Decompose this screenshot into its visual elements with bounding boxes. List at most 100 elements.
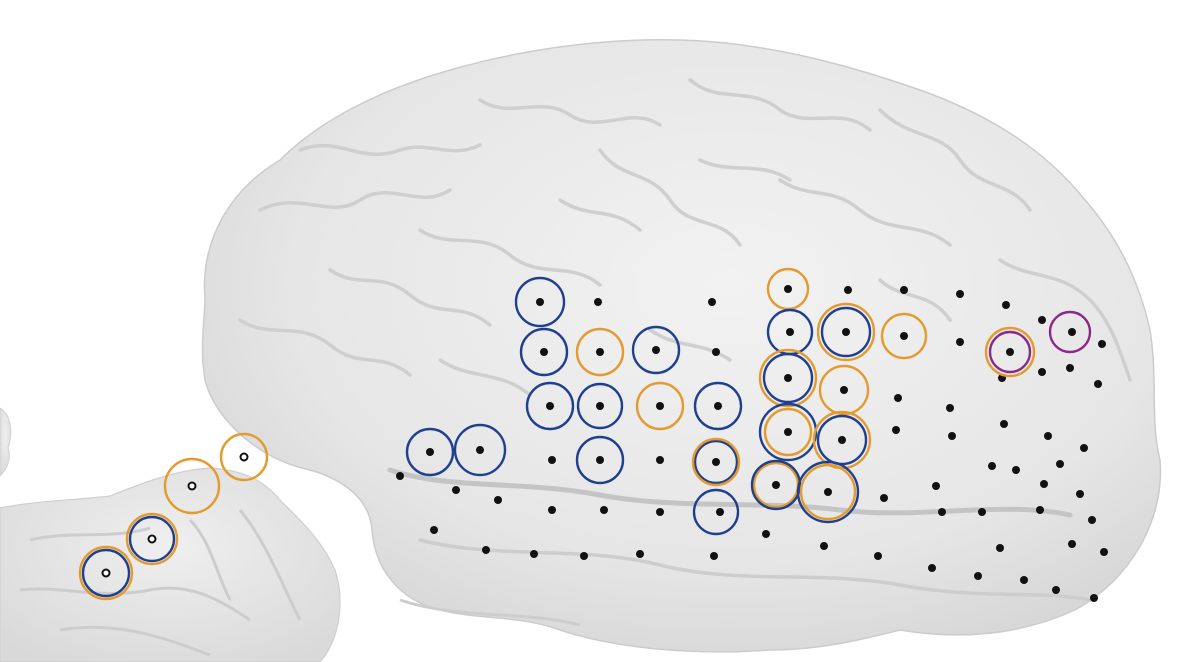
highlight-ring-orange [635, 381, 685, 431]
highlight-ring-orange [818, 364, 870, 416]
electrode-dot [708, 298, 716, 306]
electrode-dot [596, 456, 604, 464]
electrode-dot [1044, 432, 1052, 440]
electrode-dot [1052, 586, 1060, 594]
electrode-dot [1094, 380, 1102, 388]
electrode-dot [636, 550, 644, 558]
highlight-ring-blue [750, 459, 802, 511]
electrode-dot [938, 508, 946, 516]
highlight-ring-orange [880, 312, 928, 360]
electrode-dot [1012, 466, 1020, 474]
highlight-ring-purple [1048, 310, 1092, 354]
highlight-ring-orange [163, 457, 221, 515]
highlight-ring-blue [81, 548, 131, 598]
electrode-dot [1040, 480, 1048, 488]
electrode-dot [1068, 328, 1076, 336]
highlight-ring-purple [988, 330, 1032, 374]
electrode-dot [546, 402, 554, 410]
highlight-rings [78, 267, 1092, 601]
electrode-dot [900, 286, 908, 294]
electrode-dot [482, 546, 490, 554]
electrode-dot [548, 506, 556, 514]
highlight-ring-orange [125, 512, 179, 566]
highlight-ring-blue [762, 352, 814, 404]
electrode-dot [1098, 340, 1106, 348]
electrode-dot [996, 544, 1004, 552]
electrode-dot [396, 472, 404, 480]
electrode-dot [784, 285, 792, 293]
electrode-dot [820, 542, 828, 550]
electrode-dot [1000, 420, 1008, 428]
electrode-dot [946, 404, 954, 412]
electrode-dot [784, 428, 792, 436]
electrode-dot [762, 530, 770, 538]
electrode-dot [978, 508, 986, 516]
inset-cortex-patch [0, 467, 341, 662]
electrode-dot [894, 394, 902, 402]
electrode-dot [530, 550, 538, 558]
electrode-dot [784, 374, 792, 382]
inset-electrode-dot [239, 452, 249, 462]
electrode-grid [101, 285, 1108, 602]
electrode-dot [714, 402, 722, 410]
electrode-dot [430, 526, 438, 534]
electrode-dot [1002, 301, 1010, 309]
highlight-ring-blue [820, 306, 872, 358]
electrode-dot [900, 332, 908, 340]
electrode-dot [494, 496, 502, 504]
highlight-ring-blue [796, 460, 860, 524]
highlight-ring-blue [128, 515, 176, 563]
electrode-dot [712, 458, 720, 466]
electrode-dot [1020, 576, 1028, 584]
electrode-dot [1066, 364, 1074, 372]
brain-hemisphere [201, 39, 1162, 653]
electrode-dot [842, 328, 850, 336]
electrode-dot [772, 481, 780, 489]
highlight-ring-orange [691, 437, 741, 487]
electrode-dot [838, 436, 846, 444]
electrode-dot [1090, 594, 1098, 602]
inset-electrode-dot [187, 481, 197, 491]
highlight-ring-blue [816, 414, 868, 466]
highlight-ring-orange [984, 326, 1036, 378]
highlight-ring-blue [693, 381, 743, 431]
electrode-dot [1038, 316, 1046, 324]
electrode-dot [948, 432, 956, 440]
electrode-dot [1038, 368, 1046, 376]
electrode-dot [476, 446, 484, 454]
highlight-ring-blue [576, 382, 624, 430]
electrode-dot [1068, 540, 1076, 548]
electrode-dot [1006, 348, 1014, 356]
electrode-dot [956, 338, 964, 346]
electrode-dot [1056, 460, 1064, 468]
highlight-ring-blue [519, 327, 569, 377]
electrode-dot [596, 348, 604, 356]
electrode-dot [1076, 490, 1084, 498]
electrode-dot [786, 328, 794, 336]
electrode-dot [536, 298, 544, 306]
electrode-dot [844, 286, 852, 294]
electrode-dot [716, 508, 724, 516]
electrode-dot [1100, 548, 1108, 556]
inset-electrode-dot [147, 534, 157, 544]
highlight-ring-blue [692, 488, 740, 536]
electrode-dot [656, 402, 664, 410]
highlight-ring-orange [219, 432, 269, 482]
electrode-dot [580, 552, 588, 560]
electrode-dot [540, 348, 548, 356]
electrode-dot [600, 506, 608, 514]
electrode-dot [596, 402, 604, 410]
electrode-dot [974, 572, 982, 580]
electrode-dot [928, 564, 936, 572]
electrode-dot [840, 386, 848, 394]
inset-electrode-dot [101, 568, 111, 578]
highlight-ring-orange [816, 302, 876, 362]
electrode-dot [426, 448, 434, 456]
electrode-dot [656, 456, 664, 464]
electrode-dot [988, 462, 996, 470]
electrode-dot [892, 426, 900, 434]
electrode-dot [548, 456, 556, 464]
highlight-ring-blue [514, 276, 566, 328]
highlight-ring-orange [799, 463, 857, 521]
